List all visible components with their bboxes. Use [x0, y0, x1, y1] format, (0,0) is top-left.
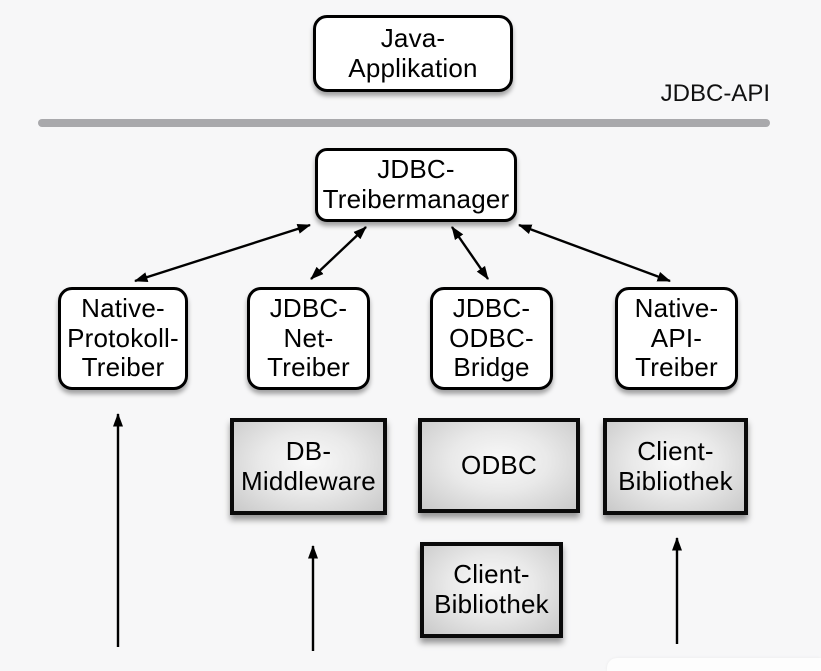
odbc-label: ODBC: [461, 449, 537, 480]
jdbc-odbc-bridge-label: JDBC- ODBC- Bridge: [449, 293, 534, 383]
jdbc-net-treiber-box: JDBC- Net- Treiber: [247, 287, 370, 390]
arrow-manager-jdbc-odbc: [451, 226, 489, 280]
native-protokoll-treiber-label: Native- Protokoll- Treiber: [67, 293, 179, 383]
arrow-manager-native-api: [518, 223, 671, 283]
client-bibliothek-right-label: Client- Bibliothek: [618, 435, 733, 496]
native-protokoll-treiber-box: Native- Protokoll- Treiber: [58, 287, 188, 390]
java-applikation-box: Java- Applikation: [313, 15, 513, 92]
client-bibliothek-right-box: Client- Bibliothek: [603, 418, 748, 515]
arrow-manager-jdbc-net: [310, 226, 367, 280]
java-applikation-label: Java- Applikation: [348, 22, 478, 83]
native-api-treiber-box: Native- API- Treiber: [615, 287, 738, 390]
db-middleware-label: DB- Middleware: [241, 435, 376, 496]
jdbc-treibermanager-label: JDBC- Treibermanager: [322, 154, 510, 214]
client-bibliothek-bottom-label: Client- Bibliothek: [434, 559, 549, 619]
jdbc-api-label: JDBC-API: [660, 80, 770, 107]
jdbc-odbc-bridge-box: JDBC- ODBC- Bridge: [430, 287, 553, 390]
partial-box-bottom-right: [607, 658, 821, 671]
jdbc-api-divider-line: [38, 119, 770, 127]
client-bibliothek-bottom-box: Client- Bibliothek: [420, 542, 563, 638]
arrow-manager-native-protokoll: [134, 223, 311, 283]
native-api-treiber-label: Native- API- Treiber: [634, 293, 719, 383]
jdbc-net-treiber-label: JDBC- Net- Treiber: [267, 293, 350, 383]
db-middleware-box: DB- Middleware: [230, 418, 387, 515]
odbc-box: ODBC: [418, 418, 580, 513]
jdbc-treibermanager-box: JDBC- Treibermanager: [315, 148, 517, 222]
